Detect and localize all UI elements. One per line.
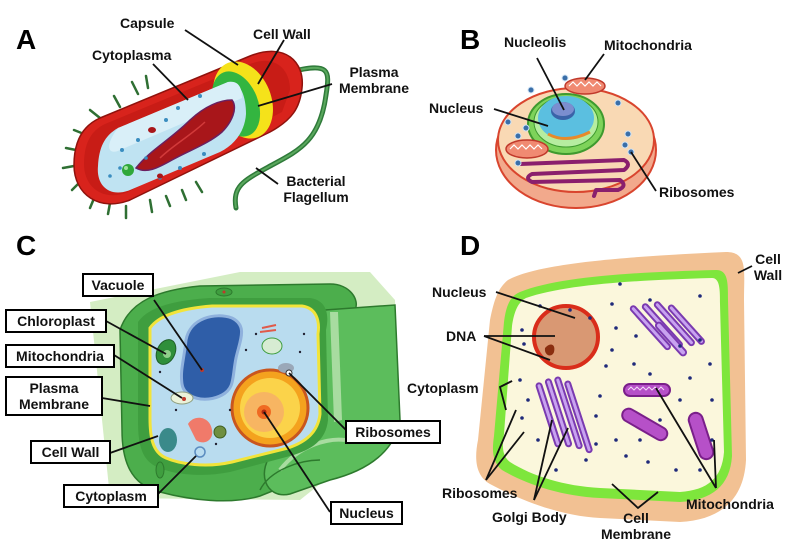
label-mitochondria-c: Mitochondria: [5, 344, 115, 368]
label-chloroplast: Chloroplast: [5, 309, 107, 333]
label-cell-wall-d-line1: Cell: [755, 251, 781, 267]
plant-cell-illustration: [90, 272, 401, 502]
label-cell-membrane-d-line1: Cell: [623, 510, 649, 526]
nucleoid: [134, 99, 236, 172]
label-cytoplasm-c: Cytoplasm: [63, 484, 159, 508]
panel-letter-d: D: [460, 230, 481, 261]
label-nucleus-d: Nucleus: [432, 284, 487, 300]
label-golgi-body: Golgi Body: [492, 509, 567, 525]
label-plasma-membrane-c: Plasma Membrane: [5, 376, 103, 416]
vacuole: [180, 314, 243, 401]
plant-cell-simple-illustration: [476, 252, 746, 522]
bacterium-illustration: [61, 50, 331, 220]
label-nucleus: Nucleus: [429, 100, 484, 116]
label-cell-wall-d-line2: Wall: [753, 267, 783, 283]
panel-letter-b: B: [460, 24, 481, 55]
label-nucleus-c: Nucleus: [330, 501, 403, 525]
label-plasma-membrane-line1: Plasma: [349, 64, 399, 80]
d-golgi-lower: [535, 376, 593, 454]
rough-er: [518, 158, 630, 198]
d-mitochondria: [621, 383, 715, 461]
golgi: [188, 417, 213, 443]
d-dna: [544, 344, 555, 356]
label-dna: DNA: [446, 328, 477, 344]
panel-letter-a: A: [16, 24, 37, 55]
label-flagellum-line1: Bacterial: [286, 173, 346, 189]
label-cell-wall: Cell Wall: [253, 26, 311, 42]
label-ribosomes: Ribosomes: [659, 184, 735, 200]
label-cell-wall-c: Cell Wall: [30, 440, 111, 464]
panel-letter-c: C: [16, 230, 37, 261]
label-ribosomes-d: Ribosomes: [442, 485, 518, 501]
label-plasma-membrane-c-line1: Plasma: [29, 380, 79, 396]
label-cell-wall-d: Cell Wall: [748, 251, 788, 283]
leader-lines: [101, 29, 753, 513]
label-cytoplasma: Cytoplasma: [92, 47, 172, 63]
granule-green: [122, 164, 134, 176]
label-bacterial-flagellum: Bacterial Flagellum: [278, 173, 354, 205]
label-ribosomes-c: Ribosomes: [345, 420, 441, 444]
label-mitochondria-d: Mitochondria: [686, 496, 774, 512]
mitochondrion: [505, 139, 549, 159]
d-golgi-upper: [629, 301, 705, 357]
label-mitochondria: Mitochondria: [604, 37, 692, 53]
label-flagellum-line2: Flagellum: [283, 189, 349, 205]
plant-ribosomes: [158, 332, 306, 446]
label-vacuole: Vacuole: [82, 273, 154, 297]
label-plasma-membrane: Plasma Membrane: [334, 64, 414, 96]
label-plasma-membrane-line2: Membrane: [338, 80, 410, 96]
label-capsule: Capsule: [120, 15, 175, 31]
d-ribosomes: [518, 282, 714, 472]
label-cell-membrane-d: Cell Membrane: [596, 510, 676, 542]
animal-cell-illustration: [495, 74, 657, 209]
label-plasma-membrane-c-line2: Membrane: [18, 396, 90, 412]
label-cell-membrane-d-line2: Membrane: [600, 526, 672, 542]
label-cytoplasm-d: Cytoplasm: [407, 380, 479, 396]
label-nucleolis: Nucleolis: [504, 34, 567, 50]
